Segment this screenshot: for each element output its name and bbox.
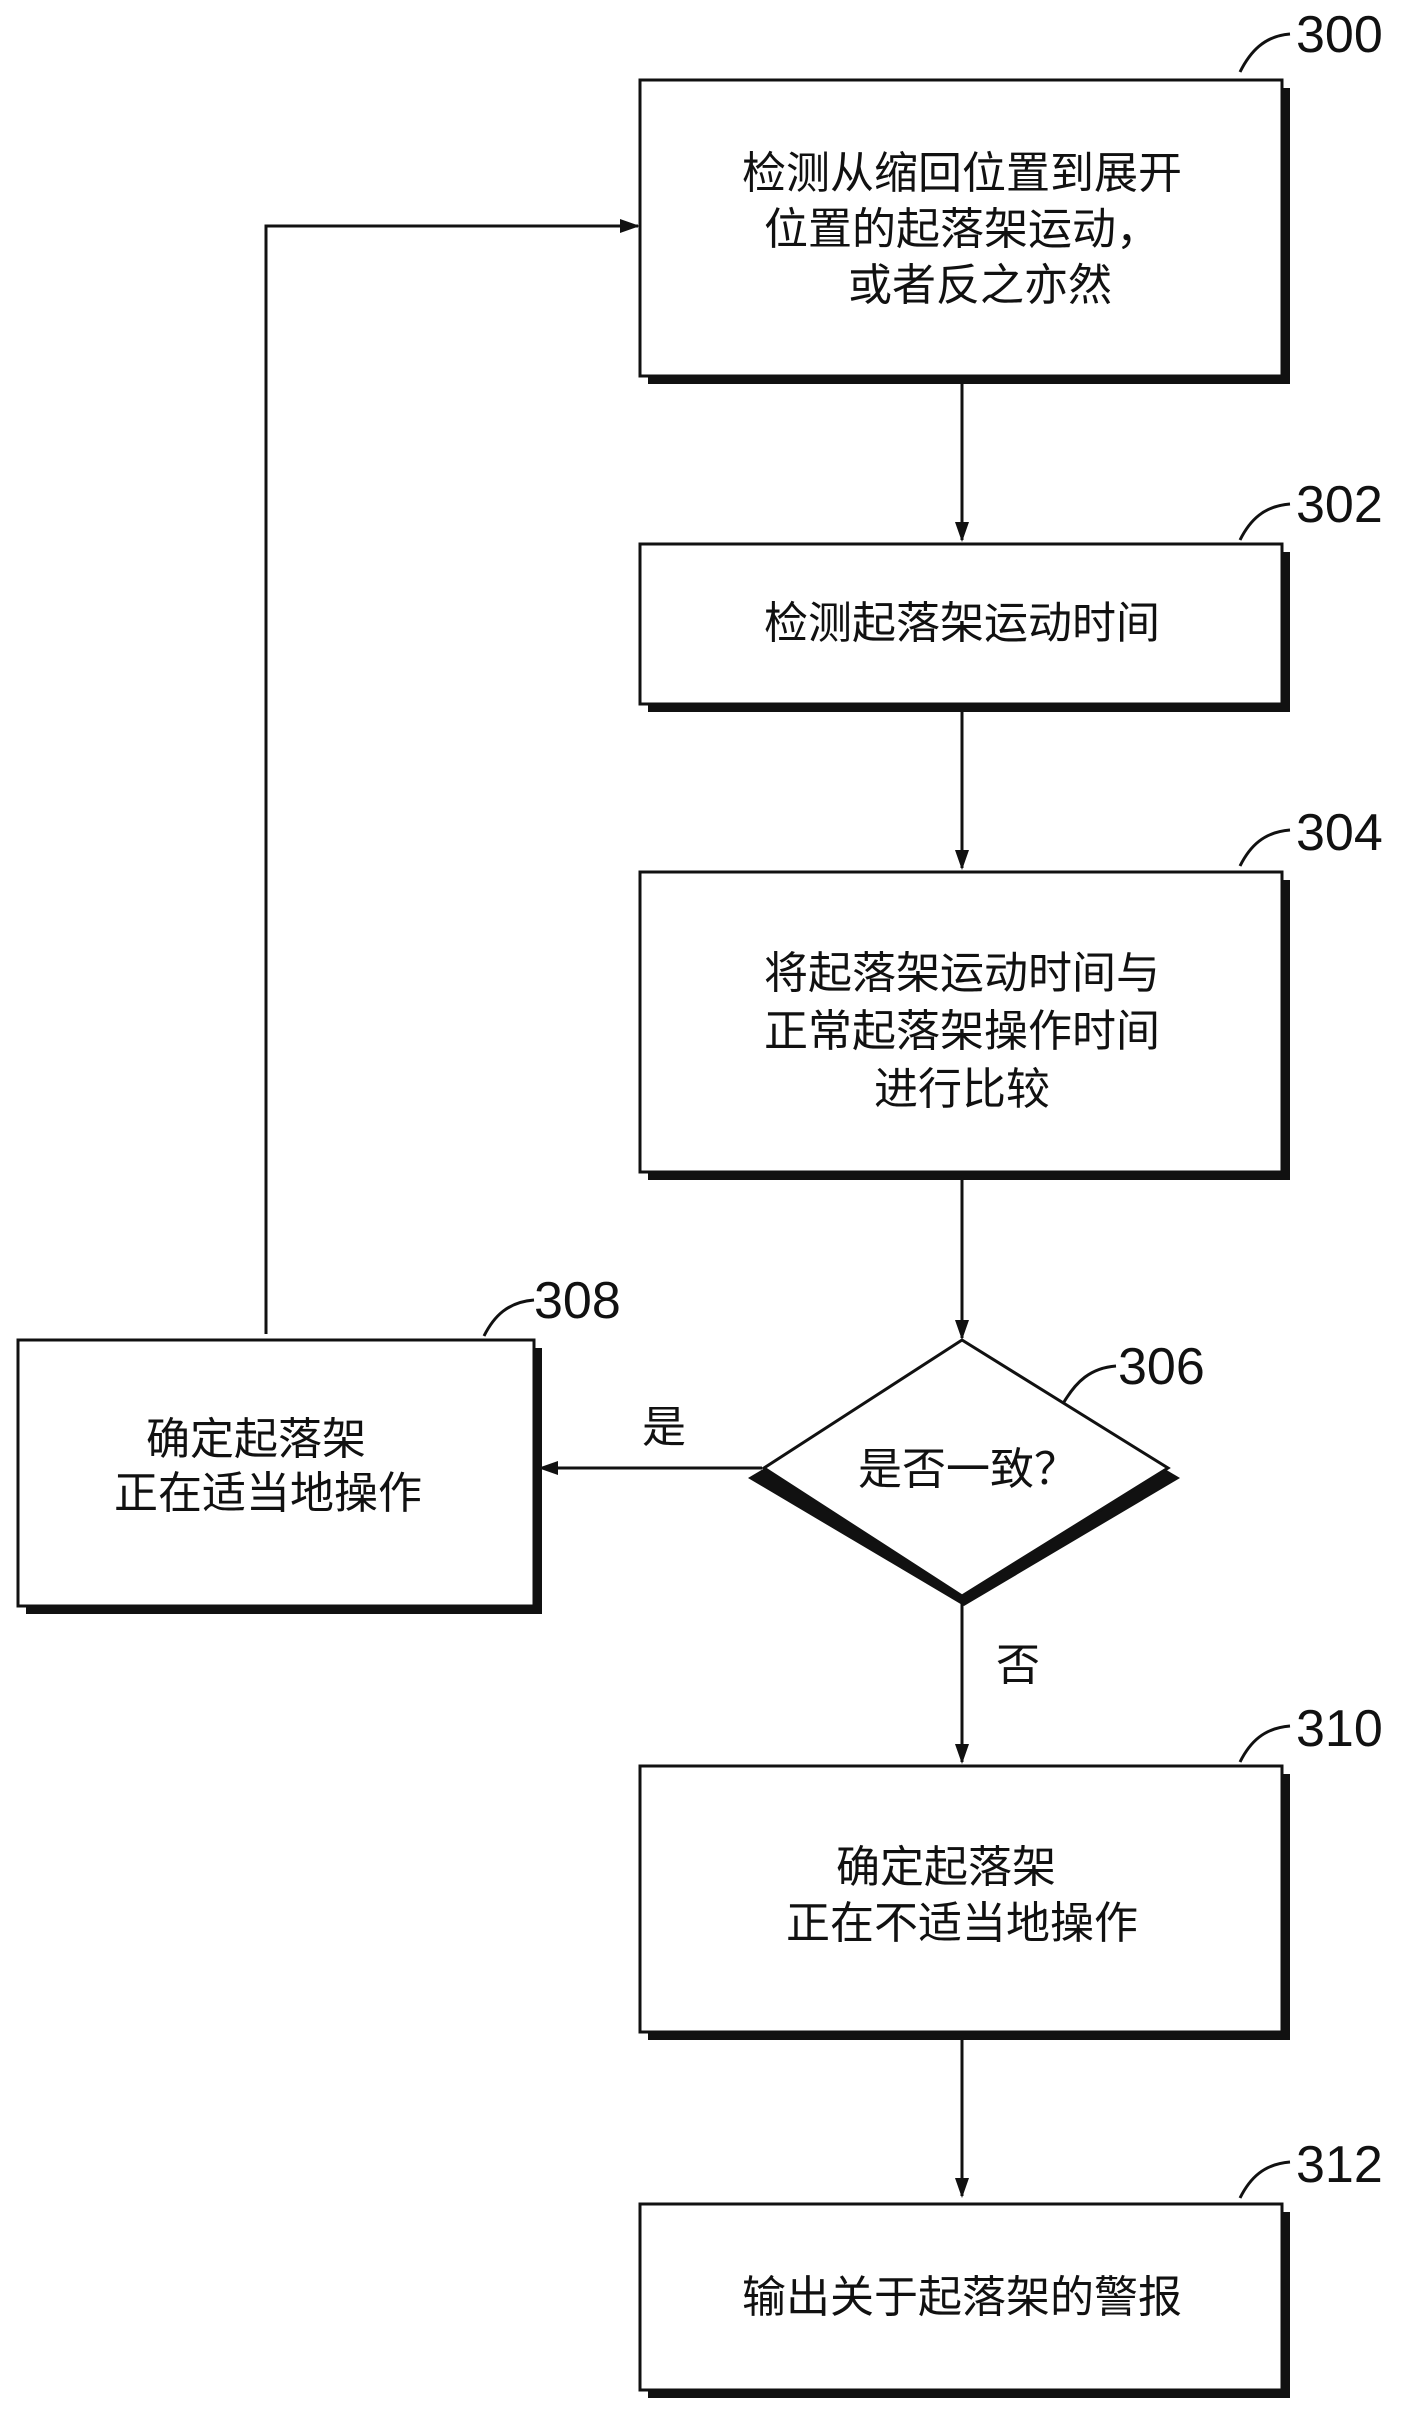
step-300-ref: 300 [1296, 6, 1383, 64]
step-310-line-2: 正在不适当地操作 [786, 1898, 1138, 1949]
step-312-line-1: 输出关于起落架的警报 [742, 2272, 1182, 2323]
branch-label-no: 否 [996, 1640, 1040, 1691]
step-306-decision: 是否一致？ [748, 1338, 1180, 1606]
step-306-leader [1062, 1364, 1117, 1403]
step-310-line-1: 确定起落架 [836, 1842, 1056, 1893]
branch-label-yes: 是 [642, 1402, 686, 1453]
step-308-line-1: 确定起落架 [146, 1414, 366, 1465]
step-310-box: 确定起落架 正在不适当地操作 [638, 1764, 1290, 2040]
step-302-box: 检测起落架运动时间 [638, 542, 1290, 712]
step-300-line-1: 检测从缩回位置到展开 [742, 148, 1182, 199]
step-300-leader [1238, 32, 1291, 73]
step-312-rect [638, 2202, 1284, 2392]
step-308-rect [16, 1338, 536, 1608]
step-302-ref: 302 [1296, 476, 1383, 534]
step-306-diamond [761, 1338, 1171, 1598]
step-308-box: 确定起落架 正在适当地操作 [16, 1338, 542, 1614]
step-302-leader [1238, 502, 1291, 541]
step-310-leader [1238, 1724, 1291, 1763]
step-300-line-2: 位置的起落架运动， [764, 204, 1160, 255]
step-304-ref: 304 [1296, 804, 1383, 862]
step-304-box: 将起落架运动时间与 正常起落架操作时间 进行比较 [638, 870, 1290, 1180]
step-302-rect [638, 542, 1284, 706]
step-306-question: 是否一致？ [858, 1444, 1078, 1495]
step-308-leader [482, 1298, 535, 1337]
connector-308-300-loop [264, 219, 640, 1334]
step-308-ref: 308 [534, 1272, 621, 1330]
step-304-line-3: 进行比较 [874, 1064, 1050, 1115]
step-304-line-2: 正常起落架操作时间 [764, 1006, 1160, 1057]
step-312-leader [1238, 2160, 1291, 2199]
step-310-ref: 310 [1296, 1700, 1383, 1758]
step-302-line-1: 检测起落架运动时间 [764, 598, 1160, 649]
step-306-ref: 306 [1118, 1338, 1205, 1396]
connectors [264, 219, 969, 2198]
step-304-line-1: 将起落架运动时间与 [764, 948, 1160, 999]
step-300-line-3: 或者反之亦然 [848, 260, 1112, 311]
step-304-rect [638, 870, 1284, 1174]
step-308-line-2: 正在适当地操作 [114, 1468, 422, 1519]
step-300-rect [638, 78, 1284, 378]
step-304-leader [1238, 828, 1291, 867]
step-310-rect [638, 1764, 1284, 2034]
step-312-ref: 312 [1296, 2136, 1383, 2194]
step-312-box: 输出关于起落架的警报 [638, 2202, 1290, 2398]
step-300-box: 检测从缩回位置到展开 位置的起落架运动， 或者反之亦然 [638, 78, 1290, 384]
